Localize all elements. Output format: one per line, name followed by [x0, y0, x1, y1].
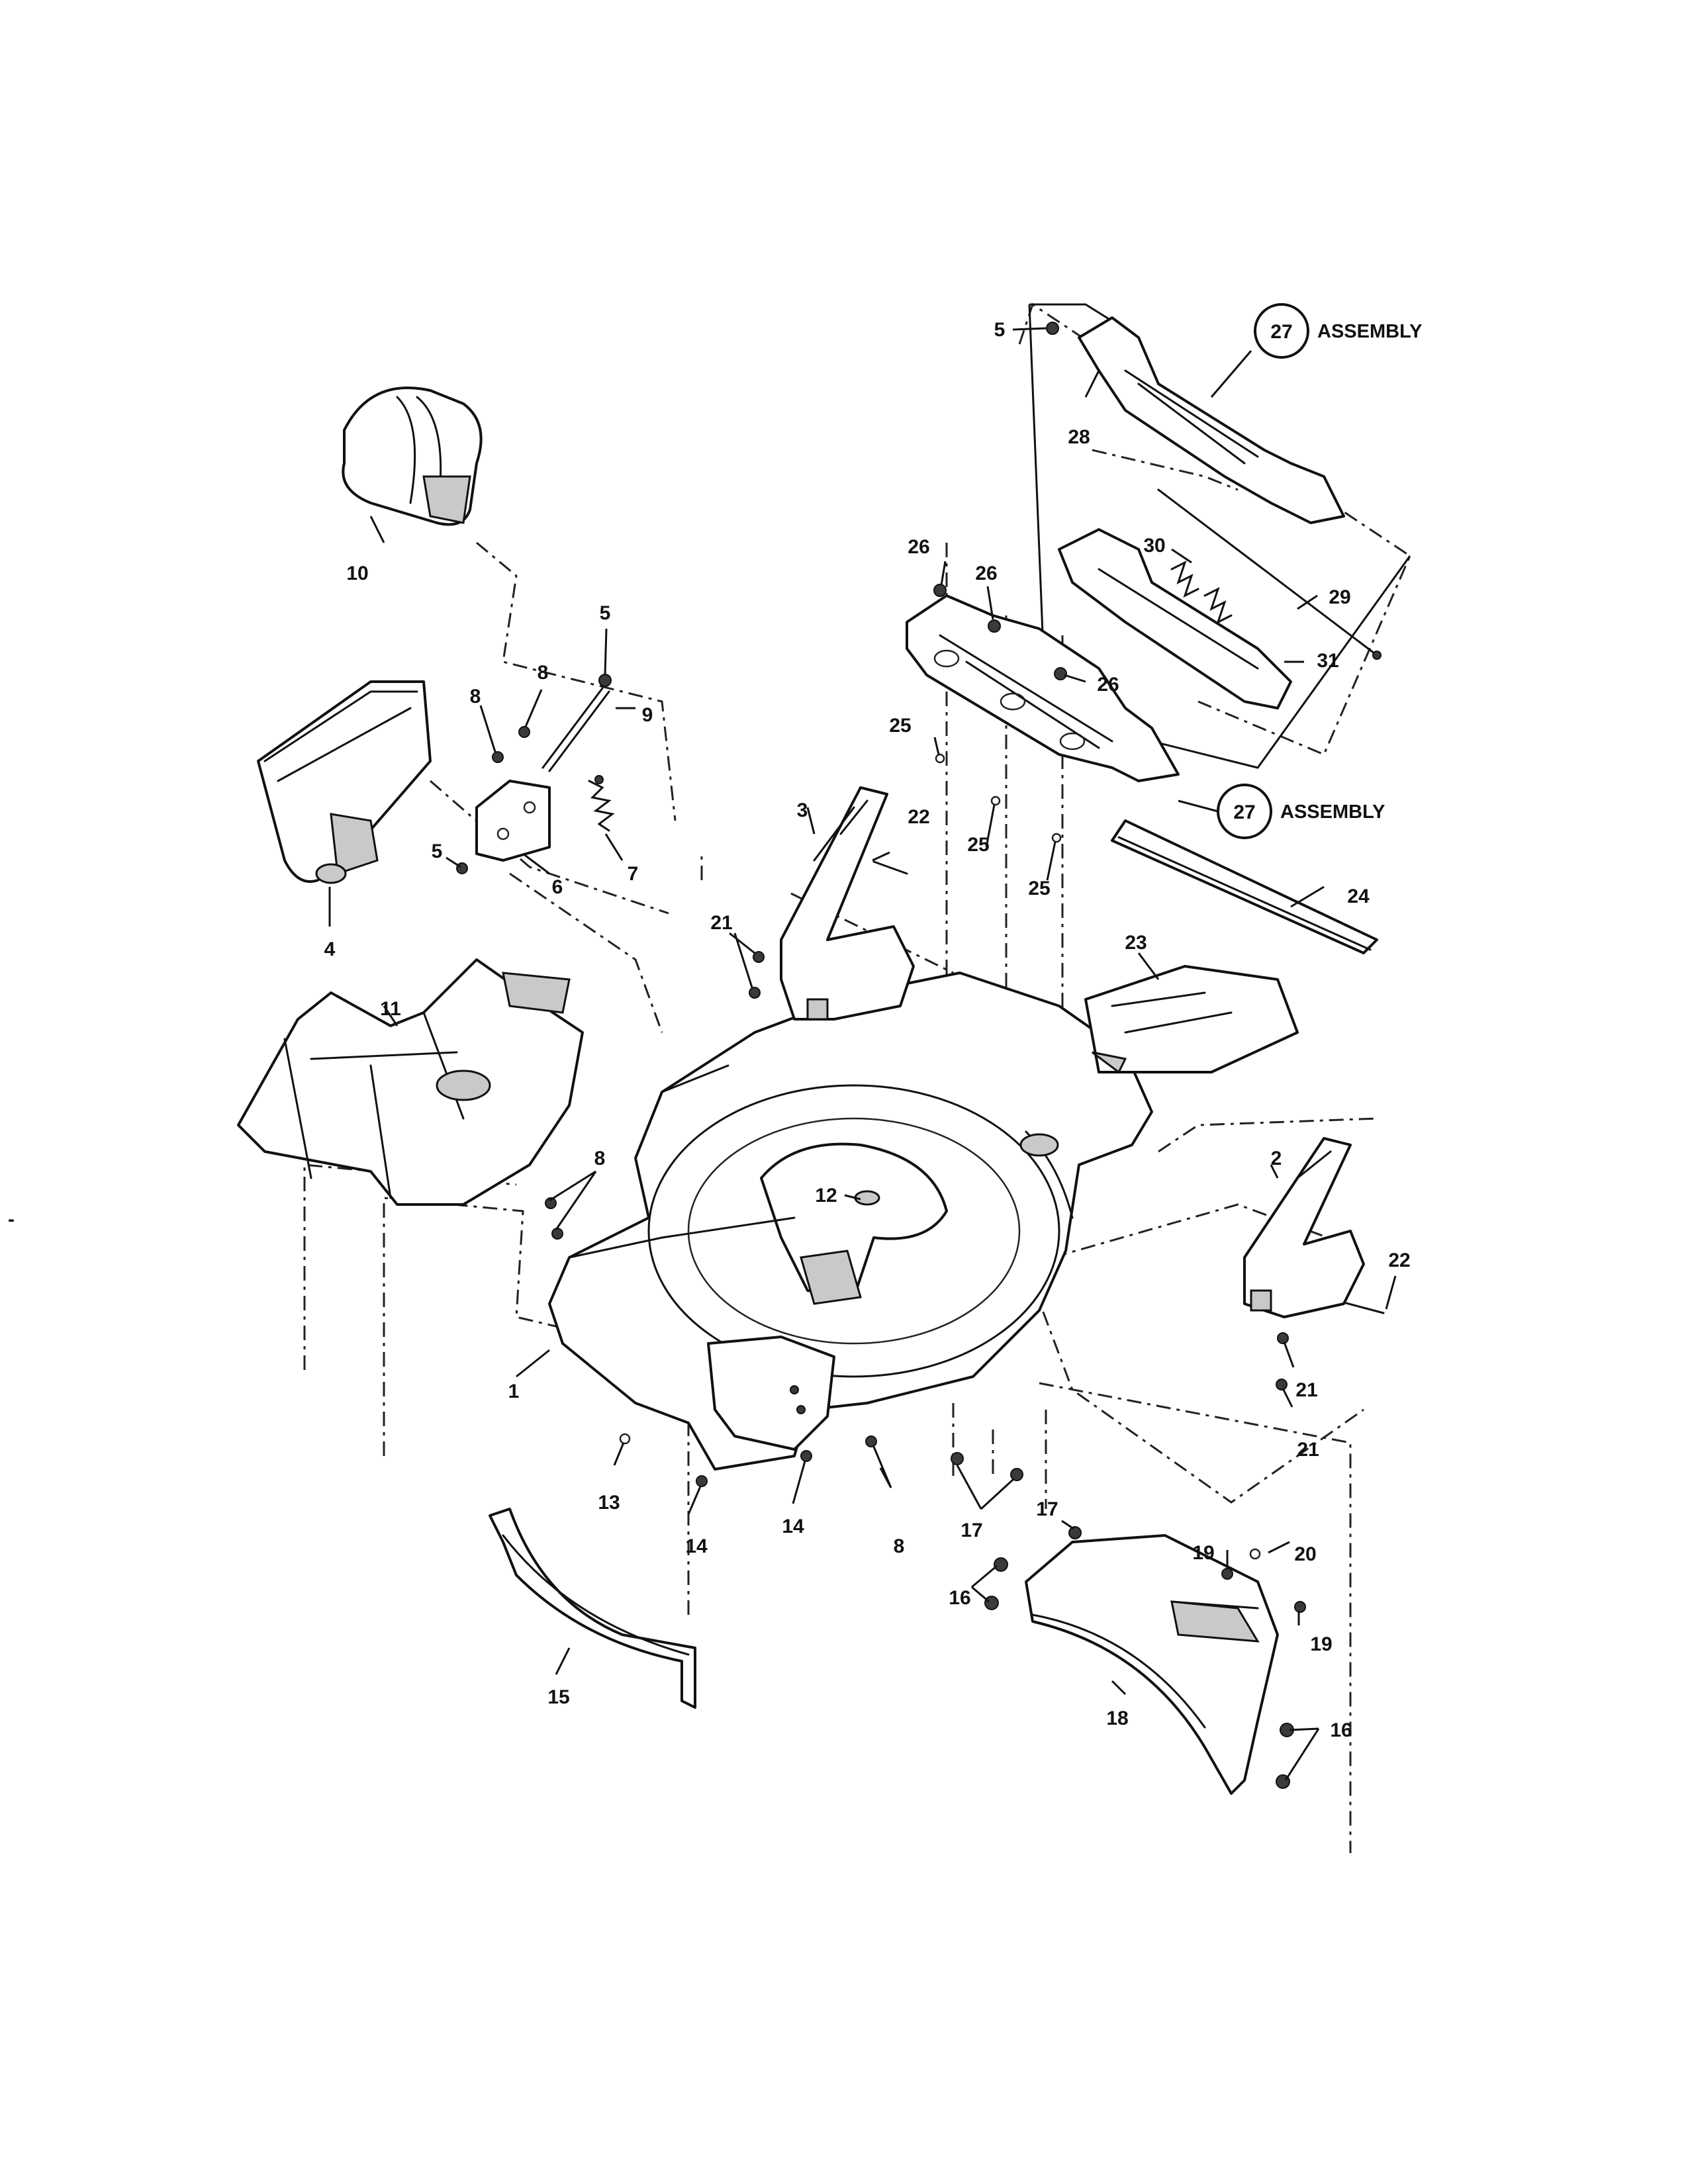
assembly-27-upper: 27 ASSEMBLY	[1210, 303, 1422, 398]
assembly-27-label: ASSEMBLY	[1280, 801, 1385, 823]
part-2-height-bracket	[1243, 1137, 1365, 1318]
leader-1	[516, 1349, 550, 1378]
callout-15: 15	[547, 1686, 569, 1708]
callout-26: 26	[908, 536, 929, 558]
callout-10: 10	[346, 563, 368, 584]
callout-5: 5	[600, 602, 611, 624]
callout-12: 12	[815, 1185, 837, 1206]
callout-16: 16	[1330, 1719, 1352, 1741]
part-31-handle-bracket	[1058, 528, 1292, 709]
callout-30: 30	[1143, 535, 1165, 557]
callout-22: 22	[908, 806, 929, 828]
callout-21: 21	[1297, 1439, 1319, 1461]
assembly-27-number: 27	[1270, 321, 1292, 343]
part-23-front-baffle	[1084, 965, 1299, 1074]
leader-18	[1111, 1680, 1127, 1696]
callout-18: 18	[1106, 1707, 1128, 1729]
callout-19: 19	[1310, 1633, 1332, 1655]
part-30-springs	[1170, 561, 1233, 624]
leader-23	[1137, 952, 1160, 980]
leader-2	[1270, 1164, 1279, 1179]
callout-17: 17	[961, 1520, 982, 1541]
margin-mark: -	[8, 1208, 15, 1230]
assembly-27-number: 27	[1233, 801, 1255, 823]
part-24-front-strip	[1111, 819, 1378, 954]
callout-14: 14	[685, 1535, 708, 1557]
leader-30	[1171, 548, 1192, 564]
leader-28	[1084, 370, 1100, 398]
part-6-hinge-bracket	[475, 780, 551, 862]
part-7-torsion-spring	[588, 775, 615, 832]
leader-11	[383, 1005, 399, 1026]
leader-15	[555, 1647, 571, 1675]
assembly-27-label: ASSEMBLY	[1317, 321, 1422, 342]
leader-7	[604, 833, 624, 861]
part-4-rear-door	[257, 680, 432, 884]
part-9-hinge-rod	[541, 687, 610, 772]
leader-24	[1290, 886, 1325, 908]
callout-8: 8	[470, 686, 481, 707]
callout-8: 8	[538, 662, 549, 684]
callout-31: 31	[1317, 650, 1338, 672]
callout-7: 7	[628, 863, 639, 885]
part-28-handle-bracket	[1078, 316, 1345, 524]
callout-21: 21	[710, 912, 732, 934]
callout-leaders	[445, 327, 1397, 1781]
callout-16: 16	[949, 1587, 970, 1609]
assembly-27-lower: 27 ASSEMBLY	[1178, 784, 1385, 839]
leader-3	[806, 807, 816, 835]
callout-14: 14	[782, 1516, 804, 1537]
callout-29: 29	[1329, 586, 1350, 608]
callout-19: 19	[1192, 1542, 1214, 1564]
leader-6	[522, 852, 550, 875]
callout-numbers: 5 28 30 29 31 26 26 26 25 25 25 24 23 10…	[324, 319, 1411, 1741]
callout-8: 8	[594, 1148, 606, 1169]
part-18-side-chute	[1025, 1534, 1279, 1795]
part-3-height-bracket	[780, 786, 915, 1021]
callout-21: 21	[1295, 1379, 1317, 1401]
callout-17: 17	[1036, 1498, 1058, 1520]
callout-5: 5	[994, 319, 1006, 341]
callout-9: 9	[642, 704, 653, 726]
callout-23: 23	[1125, 932, 1147, 954]
callout-4: 4	[324, 938, 336, 960]
callout-20: 20	[1294, 1543, 1316, 1565]
callout-13: 13	[598, 1492, 620, 1514]
part-10-rear-flap	[342, 387, 483, 526]
part-11-side-cover	[237, 958, 584, 1206]
callout-25: 25	[967, 834, 989, 856]
callout-28: 28	[1068, 426, 1090, 448]
callout-2: 2	[1271, 1148, 1282, 1169]
callout-11: 11	[380, 998, 401, 1020]
part-29-handle-rod	[1157, 488, 1382, 660]
callout-26: 26	[975, 563, 997, 584]
callout-5: 5	[432, 841, 443, 862]
callout-1: 1	[508, 1381, 520, 1402]
callout-6: 6	[552, 876, 563, 898]
callout-25: 25	[889, 715, 911, 737]
callout-3: 3	[797, 799, 808, 821]
leader-29	[1297, 594, 1318, 610]
leader-10	[369, 516, 385, 543]
part-1-mower-deck	[548, 972, 1153, 1471]
callout-25: 25	[1028, 878, 1050, 899]
callout-26: 26	[1097, 674, 1119, 696]
height-adjust-bar	[906, 594, 1180, 782]
callout-24: 24	[1347, 886, 1370, 907]
callout-8: 8	[894, 1535, 905, 1557]
callout-22: 22	[1388, 1250, 1410, 1271]
part-15-rear-skirt	[489, 1508, 696, 1709]
